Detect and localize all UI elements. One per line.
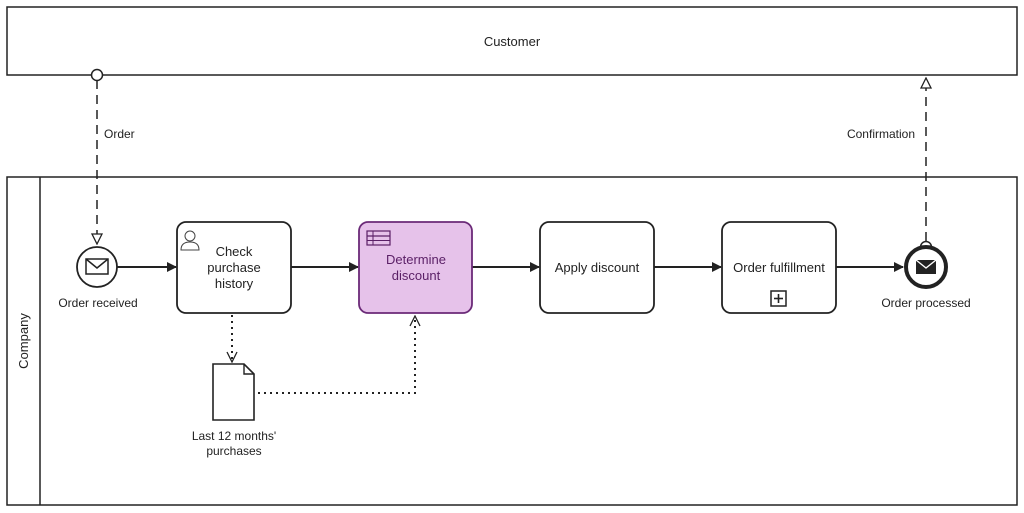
user-icon	[180, 230, 200, 251]
subprocess-plus-icon[interactable]	[770, 290, 787, 307]
start-event-label: Order received	[58, 296, 137, 310]
message-flow-confirmation-label: Confirmation	[847, 127, 915, 141]
company-pool-label: Company	[16, 313, 31, 369]
task-apply-discount[interactable]: Apply discount	[539, 221, 655, 314]
customer-pool-label: Customer	[484, 34, 541, 49]
task-label-line: history	[215, 276, 254, 291]
task-label-line: Apply discount	[555, 260, 640, 275]
task-label-line: discount	[392, 268, 441, 283]
data-object-label-line: purchases	[206, 444, 261, 458]
document-icon	[212, 363, 255, 421]
task-label-line: purchase	[207, 260, 260, 275]
customer-pool[interactable]: Customer	[6, 6, 1018, 76]
data-association-purchases-to-determine[interactable]	[258, 316, 415, 394]
start-event-order-received[interactable]: Order received	[58, 246, 138, 310]
end-event-label: Order processed	[881, 296, 970, 310]
company-pool[interactable]: Company	[6, 176, 1018, 506]
envelope-icon	[85, 258, 109, 275]
message-flow-order-label: Order	[104, 127, 135, 141]
data-object-last-12-months-purchases[interactable]: Last 12 months' purchases	[192, 363, 276, 458]
end-event-order-processed[interactable]: Order processed	[881, 245, 971, 310]
task-label-line: Order fulfillment	[733, 260, 825, 275]
task-determine-discount[interactable]: Determine discount	[358, 221, 473, 314]
task-check-purchase-history[interactable]: Check purchase history	[176, 221, 292, 314]
task-label-line: Determine	[386, 252, 446, 267]
task-order-fulfillment[interactable]: Order fulfillment	[721, 221, 837, 314]
data-object-label-line: Last 12 months'	[192, 429, 276, 443]
message-flow-order[interactable]: Order	[90, 68, 135, 245]
task-label-line: Check	[216, 244, 253, 259]
table-icon	[366, 230, 391, 246]
message-flow-source-circle	[90, 68, 104, 82]
envelope-filled-icon	[915, 259, 937, 274]
